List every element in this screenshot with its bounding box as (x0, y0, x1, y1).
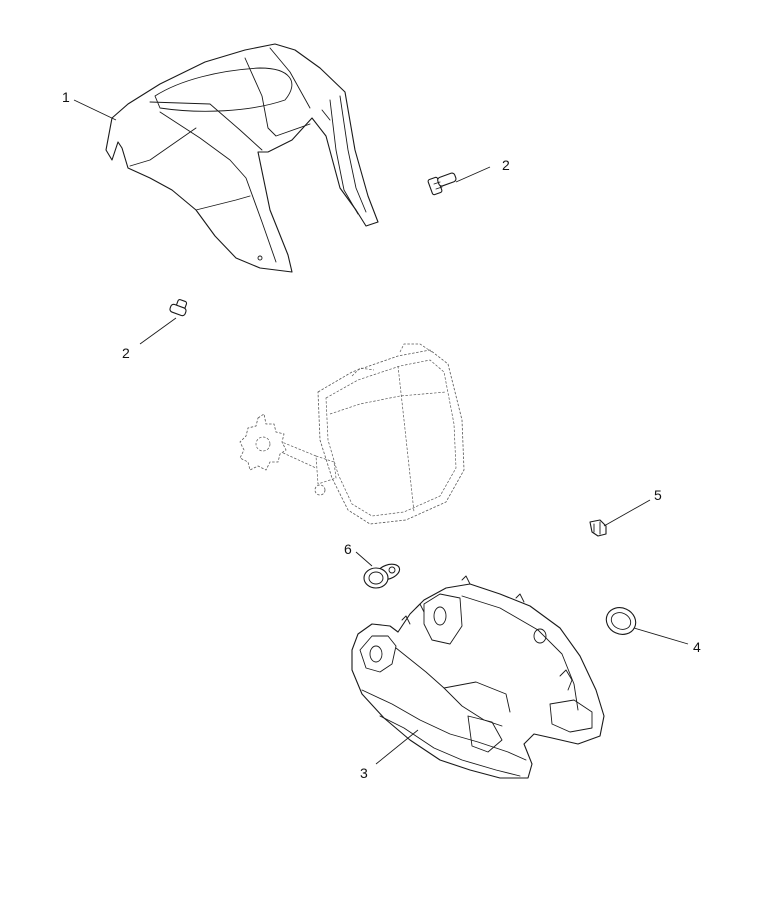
leader-6 (355, 551, 373, 567)
callout-1: 1 (62, 89, 70, 105)
leader-2-upper (455, 166, 491, 183)
leader-3 (375, 729, 419, 765)
callout-4: 4 (693, 639, 701, 655)
leader-lines (73, 99, 689, 765)
part-2-screw-lower (169, 299, 188, 317)
leader-2-lower (139, 317, 177, 345)
part-2-screw-upper (427, 172, 457, 196)
part-1-upper-cowl (105, 43, 379, 273)
part-5-clip (589, 519, 607, 537)
part-6-grommet (363, 563, 401, 589)
callout-3: 3 (360, 765, 368, 781)
callout-2-lower: 2 (122, 345, 130, 361)
leader-1 (73, 99, 117, 121)
callout-labels: 1 2 2 3 4 5 6 (62, 89, 701, 781)
leader-5 (603, 499, 651, 527)
headlight-assembly-reference (239, 343, 465, 525)
leader-4 (633, 627, 689, 645)
callout-5: 5 (654, 487, 662, 503)
part-4-ring (605, 607, 637, 635)
part-3-lower-housing (351, 575, 605, 779)
callout-2-upper: 2 (502, 157, 510, 173)
callout-6: 6 (344, 541, 352, 557)
